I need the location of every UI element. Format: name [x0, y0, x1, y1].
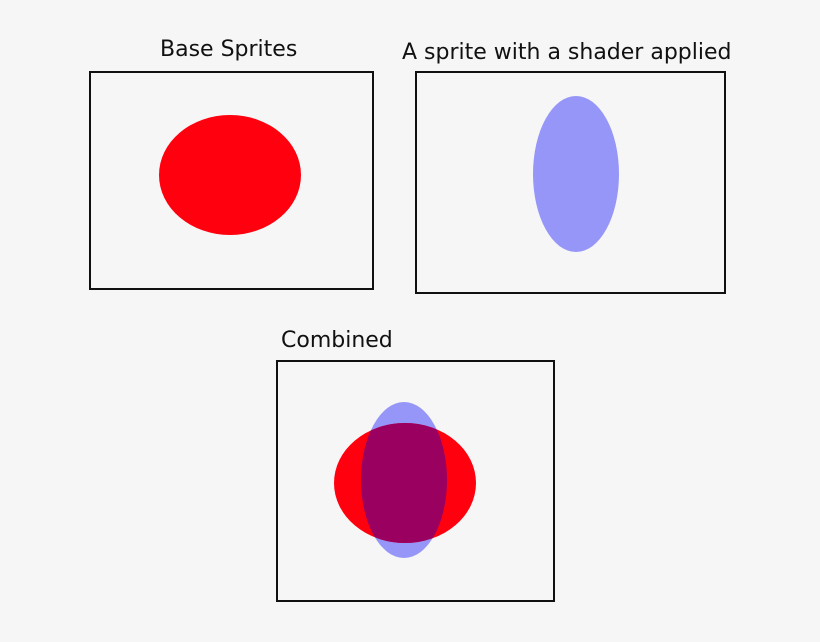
combined-overlap-region [361, 423, 447, 543]
base-sprites-frame [89, 71, 374, 290]
red-sprite [159, 115, 301, 235]
blue-shader-sprite [533, 96, 619, 252]
base-sprites-title: Base Sprites [160, 37, 298, 62]
shader-sprite-title: A sprite with a shader applied [402, 40, 732, 65]
combined-title: Combined [281, 328, 393, 353]
